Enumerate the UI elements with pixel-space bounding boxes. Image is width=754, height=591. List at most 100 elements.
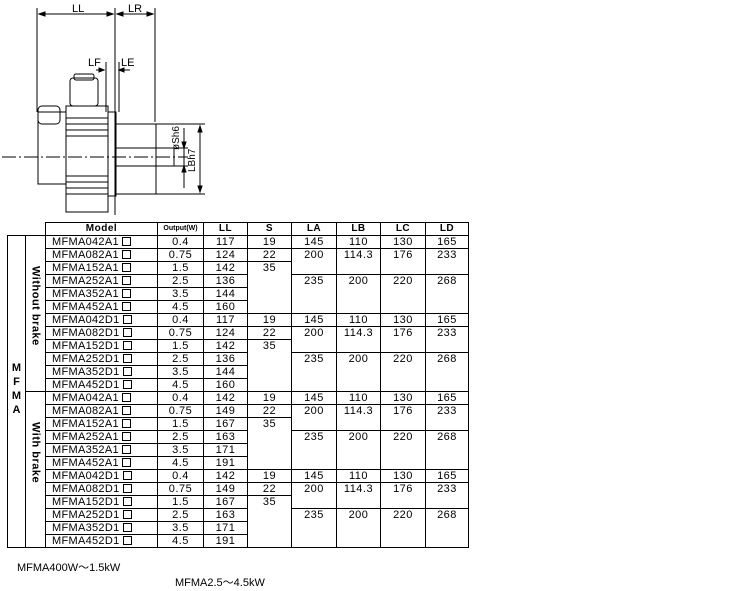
cell-model: MFMA252D1 (45, 508, 158, 522)
cell-ll: 191 (203, 534, 248, 548)
cell-model: MFMA252A1 (45, 430, 158, 444)
dim-label-s: øSh6 (171, 126, 182, 150)
cell-ll: 144 (203, 287, 248, 301)
cell-output: 2.5 (157, 508, 204, 522)
cell-output: 1.5 (157, 339, 204, 353)
cell-lb: 200 (336, 508, 381, 548)
cell-s: 22 (247, 248, 292, 262)
option-box-icon (122, 484, 132, 493)
cell-model: MFMA152D1 (45, 339, 158, 353)
option-box-icon (121, 289, 131, 298)
cell-lc: 220 (380, 352, 426, 392)
cell-lb: 110 (336, 391, 381, 405)
cell-output: 1.5 (157, 495, 204, 509)
cell-model: MFMA352D1 (45, 365, 158, 379)
cell-lc: 176 (380, 482, 426, 509)
group-cell: With brake (25, 391, 46, 548)
cell-model: MFMA352A1 (45, 443, 158, 457)
cell-lb: 110 (336, 235, 381, 249)
cell-ld: 165 (425, 469, 469, 483)
cell-model: MFMA042D1 (45, 313, 158, 327)
cell-s: 19 (247, 391, 292, 405)
cell-ll: 142 (203, 261, 248, 275)
caption-small-range: MFMA400W～1.5kW (17, 562, 121, 574)
cell-s: 19 (247, 469, 292, 483)
cell-lc: 130 (380, 391, 426, 405)
cell-ll: 160 (203, 300, 248, 314)
cell-output: 2.5 (157, 352, 204, 366)
cell-lb: 114.3 (336, 326, 381, 353)
cell-ll: 167 (203, 495, 248, 509)
model-code: MFMA082A1 (52, 405, 119, 417)
cell-la: 235 (291, 508, 337, 548)
header-ll: LL (203, 222, 248, 236)
cell-output: 0.75 (157, 248, 204, 262)
cell-ld: 165 (425, 391, 469, 405)
cell-ll: 117 (203, 313, 248, 327)
cell-model: MFMA252D1 (45, 352, 158, 366)
cell-la: 235 (291, 352, 337, 392)
header-la: LA (291, 222, 337, 236)
cell-ld: 268 (425, 430, 469, 470)
cell-output: 1.5 (157, 417, 204, 431)
model-code: MFMA252A1 (52, 275, 119, 287)
cell-model: MFMA452D1 (45, 378, 158, 392)
cell-ll: 117 (203, 235, 248, 249)
cell-model: MFMA082D1 (45, 482, 158, 496)
cell-output: 0.75 (157, 482, 204, 496)
motor-dimension-drawing: LL LR LF LE øSh6 LBh7 (2, 3, 205, 215)
cell-model: MFMA082A1 (45, 404, 158, 418)
option-box-icon (121, 237, 131, 246)
cell-ll: 124 (203, 326, 248, 340)
cell-ll: 167 (203, 417, 248, 431)
option-box-icon (121, 432, 131, 441)
cell-ll: 136 (203, 274, 248, 288)
cell-ld: 268 (425, 508, 469, 548)
cell-ll: 160 (203, 378, 248, 392)
cell-model: MFMA252A1 (45, 274, 158, 288)
cell-la: 145 (291, 391, 337, 405)
option-box-icon (122, 523, 132, 532)
cell-lb: 200 (336, 430, 381, 470)
cell-s: 22 (247, 326, 292, 340)
cell-ll: 142 (203, 391, 248, 405)
cell-output: 0.4 (157, 469, 204, 483)
cell-output: 4.5 (157, 456, 204, 470)
cell-ll: 144 (203, 365, 248, 379)
model-code: MFMA042A1 (52, 236, 119, 248)
option-box-icon (122, 328, 132, 337)
cell-lc: 176 (380, 326, 426, 353)
option-box-icon (121, 419, 131, 428)
cell-model: MFMA352A1 (45, 287, 158, 301)
cell-lc: 176 (380, 248, 426, 275)
group-label: With brake (29, 422, 42, 484)
cell-lc: 220 (380, 430, 426, 470)
cell-output: 4.5 (157, 534, 204, 548)
cell-ld: 233 (425, 404, 469, 431)
cell-lb: 110 (336, 469, 381, 483)
option-box-icon (121, 458, 131, 467)
cell-model: MFMA452A1 (45, 456, 158, 470)
cell-output: 0.75 (157, 404, 204, 418)
option-box-icon (121, 250, 131, 259)
model-code: MFMA082D1 (52, 483, 120, 495)
model-code: MFMA152A1 (52, 262, 119, 274)
cell-model: MFMA042D1 (45, 469, 158, 483)
option-box-icon (122, 354, 132, 363)
cell-ll: 136 (203, 352, 248, 366)
cell-output: 0.4 (157, 391, 204, 405)
cell-output: 4.5 (157, 378, 204, 392)
group-label: Without brake (29, 266, 42, 346)
cell-ld: 268 (425, 274, 469, 314)
cell-la: 200 (291, 404, 337, 431)
option-box-icon (121, 445, 131, 454)
model-code: MFMA042D1 (52, 470, 120, 482)
cell-la: 145 (291, 313, 337, 327)
option-box-icon (122, 380, 132, 389)
